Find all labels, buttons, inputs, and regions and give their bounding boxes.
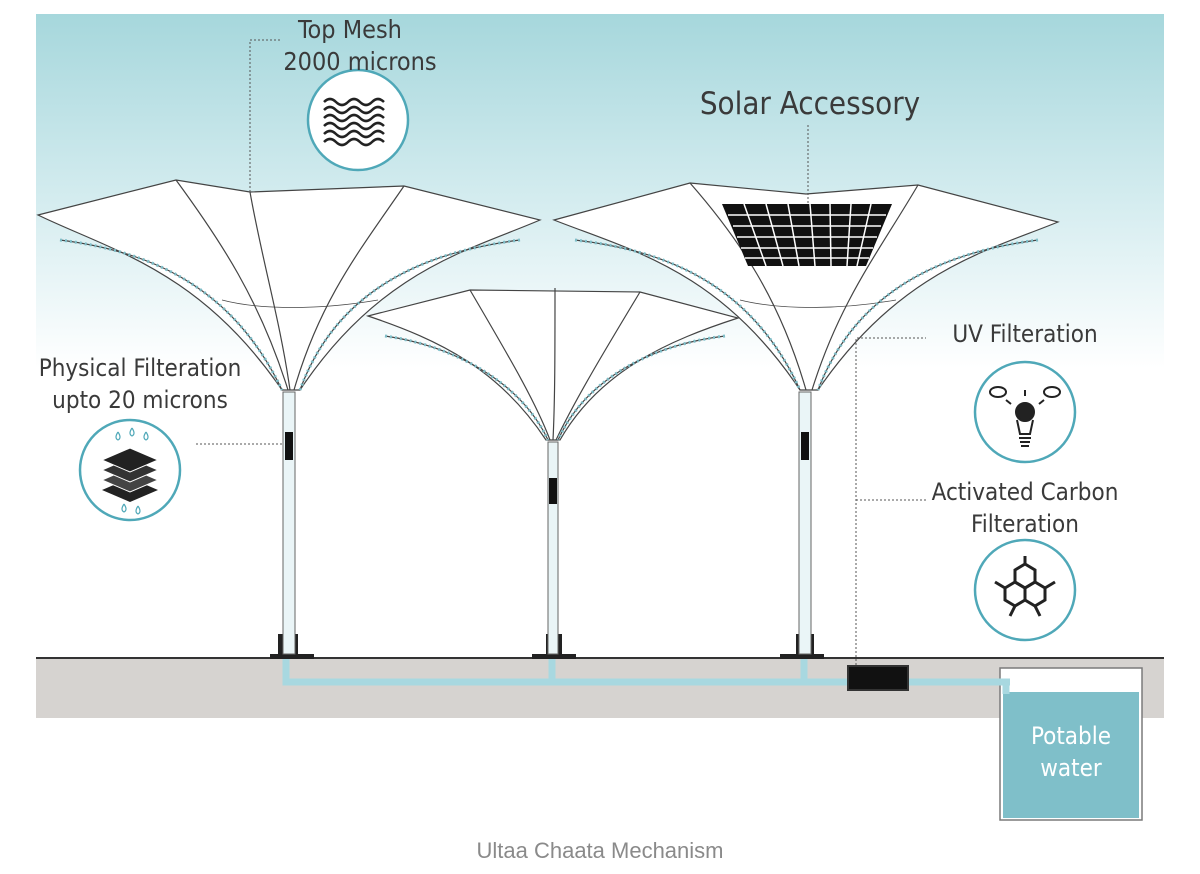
carbon-hexagon-icon bbox=[994, 556, 1056, 617]
solar-panel-icon bbox=[722, 203, 892, 267]
physical-filter-line1: Physical Filteration bbox=[38, 354, 242, 382]
physical-filter-circle bbox=[78, 418, 182, 522]
leader-lines bbox=[196, 39, 926, 665]
carbon-filter-box bbox=[847, 665, 909, 691]
carbon-filter-line1: Activated Carbon bbox=[931, 478, 1119, 506]
potable-water-tank bbox=[999, 667, 1143, 821]
carbon-filter-line2: Filteration bbox=[971, 510, 1079, 538]
mesh-icon bbox=[323, 97, 385, 147]
pole-filters bbox=[285, 432, 809, 504]
potable-water-line1: Potable bbox=[1030, 722, 1112, 750]
filter-layers-icon bbox=[100, 427, 160, 515]
potable-water-line2: water bbox=[1040, 754, 1102, 782]
physical-filter-line2: upto 20 microns bbox=[52, 386, 228, 414]
ground bbox=[36, 658, 1164, 718]
solar-accessory-label: Solar Accessory bbox=[699, 86, 921, 122]
umbrella-middle bbox=[365, 287, 741, 441]
uv-filter-circle bbox=[973, 360, 1077, 464]
umbrella-left bbox=[36, 179, 542, 391]
umbrella-right bbox=[552, 182, 1060, 391]
diagram-caption: Ultaa Chaata Mechanism bbox=[476, 838, 724, 863]
top-mesh-size: 2000 microns bbox=[283, 47, 437, 76]
uv-bulb-icon bbox=[989, 386, 1061, 447]
carbon-filter-circle bbox=[973, 538, 1077, 642]
uv-filter-label: UV Filteration bbox=[952, 320, 1098, 348]
top-mesh-circle bbox=[306, 68, 410, 172]
top-mesh-title: Top Mesh bbox=[298, 15, 402, 44]
